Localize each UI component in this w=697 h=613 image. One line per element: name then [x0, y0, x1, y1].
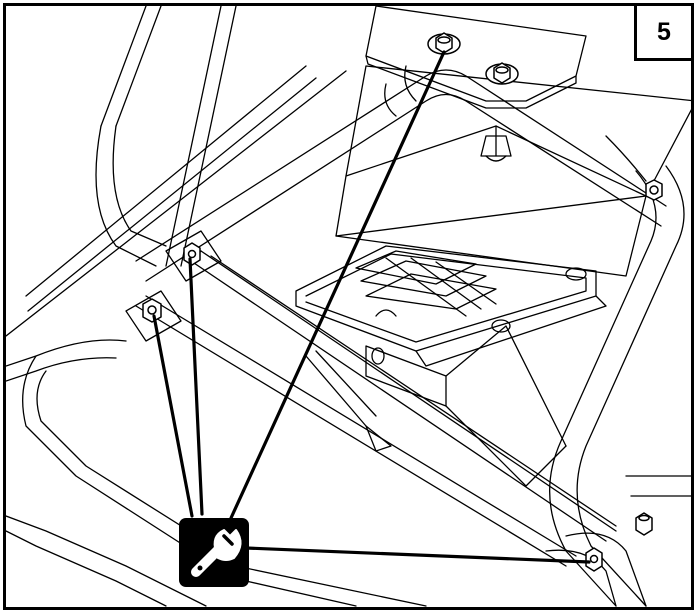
bolt-bottom-right: [585, 547, 603, 572]
wrench-icon: [179, 518, 249, 587]
base-tub: [6, 339, 427, 607]
bolt-bracket-lower: [142, 298, 162, 323]
equipment-line-drawing: [6, 6, 691, 607]
bolt-right-tube: [645, 179, 663, 201]
frame-rails: [6, 6, 347, 337]
grate-tray: [295, 245, 607, 407]
leader-to-bolt-bracket-lower: [152, 314, 194, 518]
callout-leaders: [152, 50, 591, 564]
leader-to-bolt-bottom-right: [244, 546, 591, 564]
leader-to-bolt-bracket-upper: [188, 257, 204, 516]
illustration-frame: 5: [3, 3, 694, 610]
step-number: 5: [657, 17, 671, 46]
step-number-box: 5: [634, 6, 691, 61]
bolt-bracket-upper: [183, 242, 201, 266]
bolts: [142, 32, 663, 572]
bottom-rail: [545, 475, 691, 607]
bolt-lower-right-tube: [635, 512, 653, 536]
leader-to-bolt-top-plate: [229, 50, 446, 520]
top-plate: [365, 6, 587, 109]
lower-support: [365, 325, 567, 487]
bolt-top-plate-left: [427, 32, 461, 55]
bolt-top-plate-right: [485, 62, 519, 85]
